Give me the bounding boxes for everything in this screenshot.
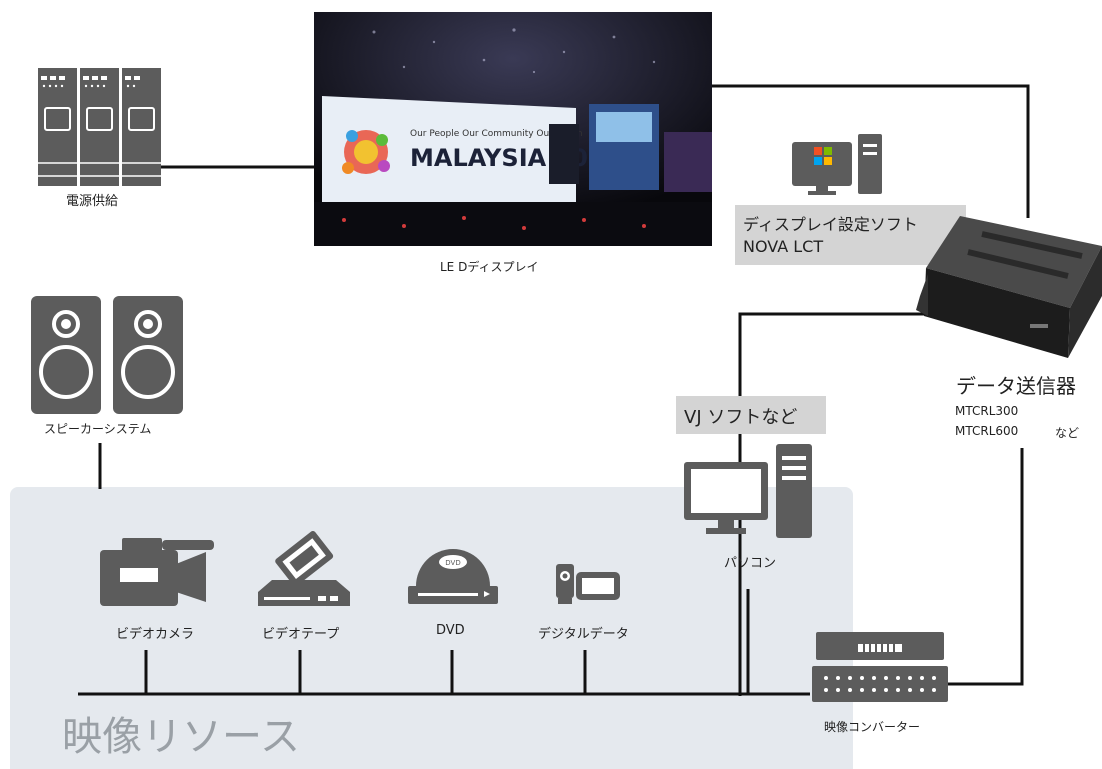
digital-data-label: デジタルデータ [538, 627, 629, 642]
video-resources-title: 映像リソース [62, 714, 300, 760]
vj-software-box: VJ ソフトなど [676, 396, 826, 434]
sender-model-1: MTCRL300 [955, 404, 1019, 418]
dvd-player-icon: DVD [408, 549, 498, 604]
pc-computer-icon [684, 444, 812, 538]
dvd-label: DVD [436, 623, 465, 638]
sender-etc-label: など [1055, 426, 1080, 440]
pc-label: パソコン [724, 556, 777, 571]
display-software-box: ディスプレイ設定ソフト NOVA LCT [735, 205, 966, 265]
video-converter-icon [812, 632, 948, 702]
data-sender-label: データ送信器 [956, 374, 1076, 398]
video-tape-label: ビデオテープ [262, 627, 340, 642]
video-tape-icon [258, 531, 350, 606]
vj-software-label: VJ ソフトなど [684, 407, 798, 428]
windows-logo-icon [814, 147, 832, 165]
banner-line1: Our People Our Community Our Vision [410, 129, 583, 139]
speaker-icon [31, 296, 183, 414]
video-camera-label: ビデオカメラ [116, 627, 195, 642]
video-converter-label: 映像コンバーター [824, 720, 921, 734]
power-supply-icon [38, 68, 161, 186]
led-display-image: Our People Our Community Our Vision MALA… [314, 12, 712, 246]
display-software-name: NOVA LCT [743, 237, 824, 256]
banner-line2: MALAYSIA 2015 [410, 144, 621, 172]
power-supply-label: 電源供給 [66, 194, 119, 209]
sender-model-2: MTCRL600 [955, 424, 1019, 438]
speaker-system-label: スピーカーシステム [44, 422, 152, 436]
digital-camera-icon [556, 564, 620, 604]
data-sender-box-icon [916, 216, 1102, 358]
display-software-label: ディスプレイ設定ソフト [743, 215, 918, 234]
led-display-label: LE Dディスプレイ [440, 260, 539, 274]
svg-text:DVD: DVD [445, 559, 460, 567]
pc-monitor-icon [792, 134, 882, 195]
video-camera-icon [100, 538, 214, 606]
